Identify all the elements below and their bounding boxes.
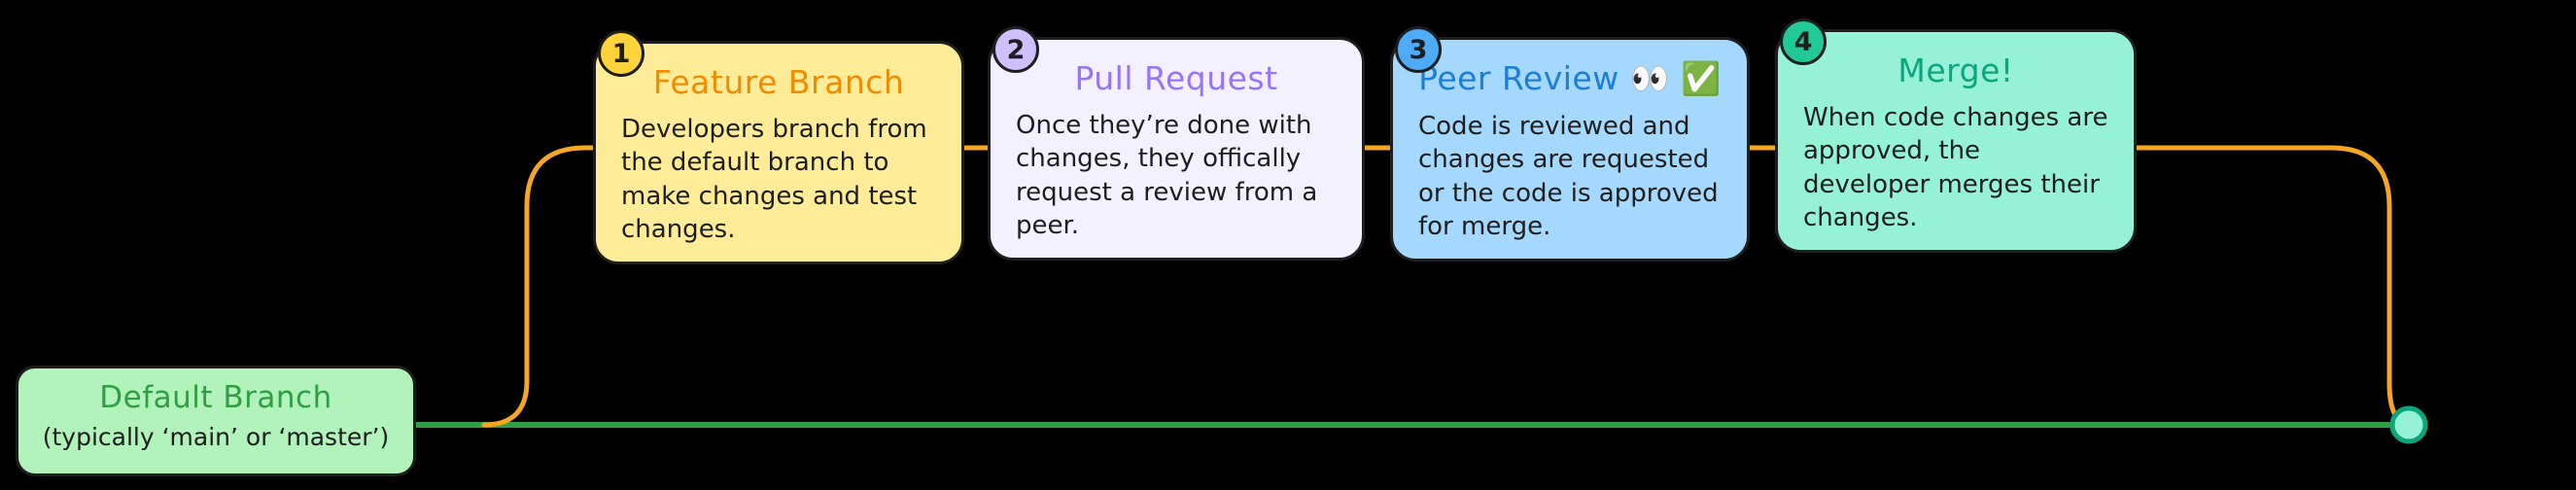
feature-branch-out-line xyxy=(481,145,598,428)
step-title: Feature Branch xyxy=(652,63,905,101)
step-title: Merge! xyxy=(1897,52,2014,89)
merge-back-line xyxy=(2134,145,2412,428)
step-card-peer-review: 3 Peer Review 👀 ✅ Code is reviewed and c… xyxy=(1390,26,1750,262)
default-branch-subtitle: (typically ‘main’ or ‘master’) xyxy=(42,423,390,451)
step-body: Developers branch from the default branc… xyxy=(621,115,927,244)
step-card-merge: 4 Merge! When code changes are approved,… xyxy=(1775,18,2137,254)
step-card-feature-branch: 1 Feature Branch Developers branch from … xyxy=(593,30,964,265)
default-branch-title: Default Branch xyxy=(99,380,332,415)
step-card-pull-request: 2 Pull Request Once they’re done with ch… xyxy=(988,26,1365,262)
step-title: Peer Review 👀 ✅ xyxy=(1418,59,1722,97)
merge-node xyxy=(2389,405,2428,444)
default-branch-card: Default Branch (typically ‘main’ or ‘mas… xyxy=(16,366,416,476)
step-title: Pull Request xyxy=(1074,59,1278,97)
step-body: When code changes are approved, the deve… xyxy=(1803,103,2108,232)
step-body: Code is reviewed and changes are request… xyxy=(1418,112,1719,241)
step-number-badge: 1 xyxy=(598,30,644,77)
step-number-badge: 2 xyxy=(992,26,1039,73)
step-number-badge: 4 xyxy=(1780,18,1827,65)
step-body: Once they’re done with changes, they off… xyxy=(1016,111,1318,240)
step-number-badge: 3 xyxy=(1395,26,1442,73)
